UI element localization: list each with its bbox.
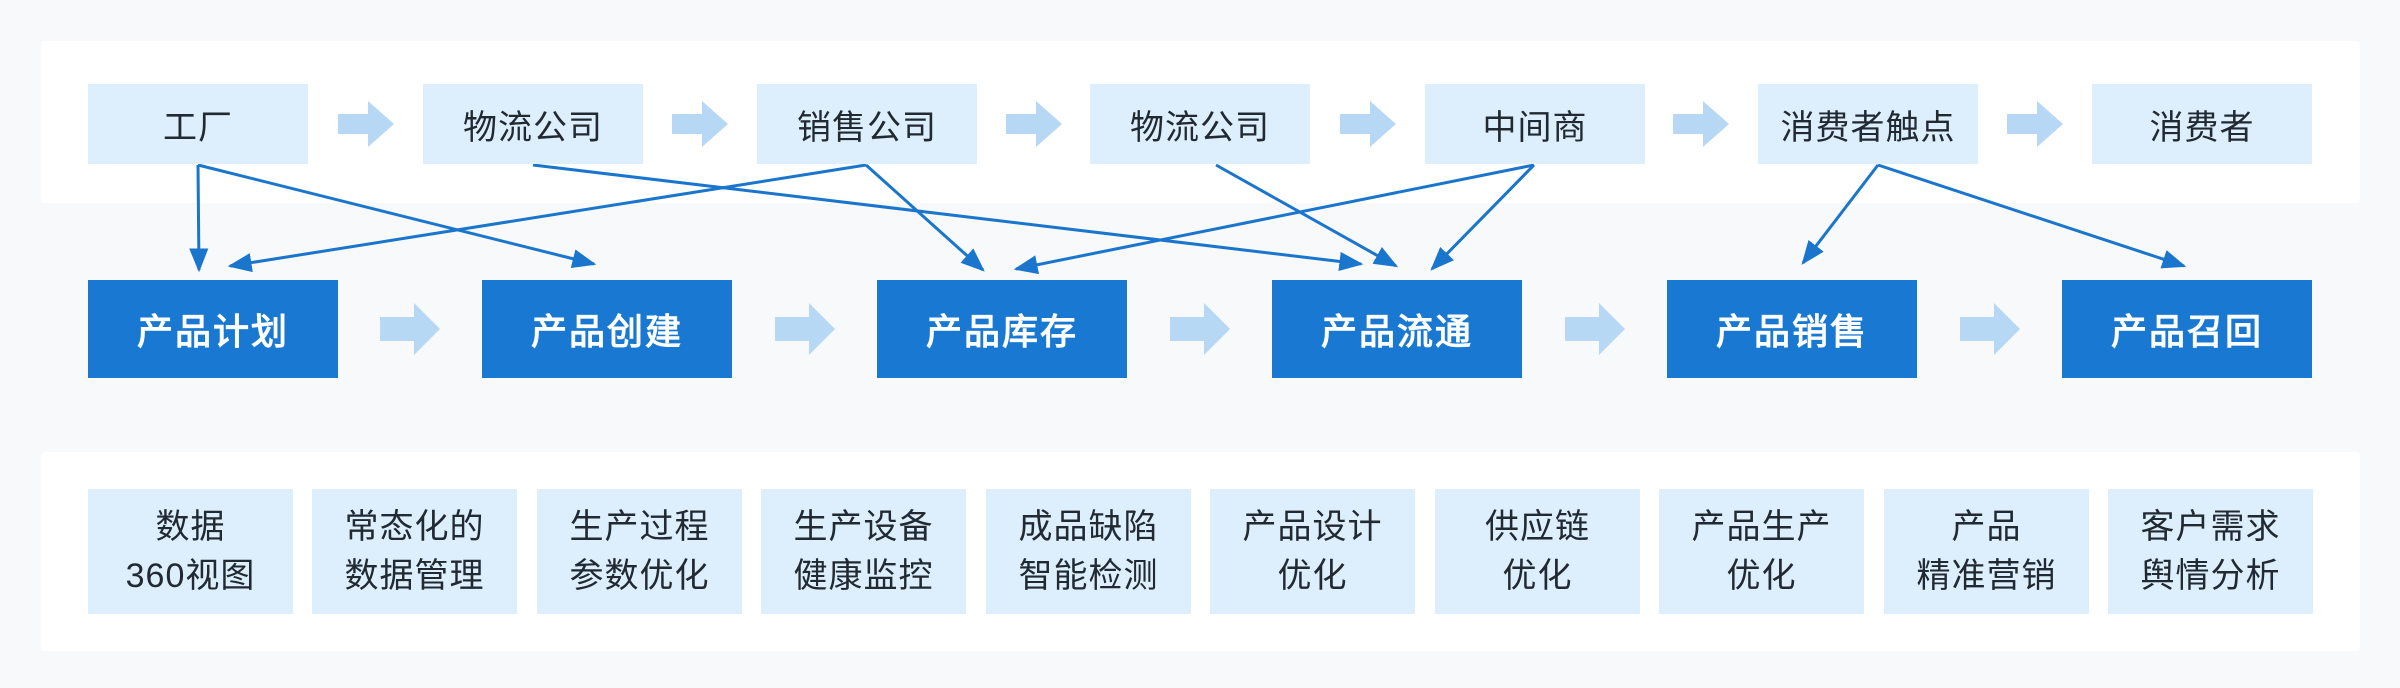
card-label: 常态化的: [344, 507, 485, 546]
card-defect-smart-detection: 成品缺陷 智能检测: [986, 489, 1191, 614]
card-label: 成品缺陷: [1018, 507, 1159, 546]
flow-arrow-icon: [1565, 303, 1625, 355]
flow-arrow-icon: [775, 303, 835, 355]
card-label: 生产设备: [793, 507, 934, 546]
card-label: 360视图: [125, 556, 256, 595]
card-label: 数据管理: [344, 556, 485, 595]
card-label: 精准营销: [1916, 556, 2057, 595]
flow-arrow-icon: [1673, 101, 1729, 147]
node-consumer-touchpoint: 消费者触点: [1758, 84, 1978, 164]
card-label: 生产过程: [569, 507, 710, 546]
card-label: 供应链: [1485, 507, 1590, 546]
card-product-design-optimization: 产品设计 优化: [1210, 489, 1415, 614]
flow-arrow-icon: [338, 101, 394, 147]
card-data-360-view: 数据 360视图: [88, 489, 293, 614]
node-product-inventory: 产品库存: [877, 280, 1127, 378]
card-production-optimization: 产品生产 优化: [1659, 489, 1864, 614]
card-label: 智能检测: [1018, 556, 1159, 595]
card-normalized-data-mgmt: 常态化的 数据管理: [312, 489, 517, 614]
card-process-param-optimization: 生产过程 参数优化: [537, 489, 742, 614]
card-label: 优化: [1502, 556, 1573, 595]
card-label: 优化: [1277, 556, 1348, 595]
flow-arrow-icon: [2007, 101, 2063, 147]
card-precision-marketing: 产品 精准营销: [1884, 489, 2089, 614]
card-label: 优化: [1726, 556, 1797, 595]
card-supply-chain-optimization: 供应链 优化: [1435, 489, 1640, 614]
card-label: 产品: [1951, 507, 2022, 546]
flow-arrow-icon: [380, 303, 440, 355]
node-product-circulation: 产品流通: [1272, 280, 1522, 378]
node-middleman: 中间商: [1425, 84, 1645, 164]
flow-arrow-icon: [1340, 101, 1396, 147]
node-logistics-1: 物流公司: [423, 84, 643, 164]
flow-arrow-icon: [672, 101, 728, 147]
node-product-plan: 产品计划: [88, 280, 338, 378]
card-label: 健康监控: [793, 556, 934, 595]
card-label: 产品生产: [1691, 507, 1832, 546]
flow-arrow-icon: [1960, 303, 2020, 355]
node-factory: 工厂: [88, 84, 308, 164]
card-label: 产品设计: [1242, 507, 1383, 546]
node-product-sale: 产品销售: [1667, 280, 1917, 378]
flow-arrow-icon: [1006, 101, 1062, 147]
card-customer-sentiment-analysis: 客户需求 舆情分析: [2108, 489, 2313, 614]
node-sales-company: 销售公司: [757, 84, 977, 164]
card-label: 舆情分析: [2140, 556, 2281, 595]
node-logistics-2: 物流公司: [1090, 84, 1310, 164]
node-product-recall: 产品召回: [2062, 280, 2312, 378]
node-consumer: 消费者: [2092, 84, 2312, 164]
card-label: 客户需求: [2140, 507, 2281, 546]
flow-arrow-icon: [1170, 303, 1230, 355]
node-product-create: 产品创建: [482, 280, 732, 378]
card-equipment-health-monitoring: 生产设备 健康监控: [761, 489, 966, 614]
card-label: 参数优化: [569, 556, 710, 595]
card-label: 数据: [155, 507, 226, 546]
